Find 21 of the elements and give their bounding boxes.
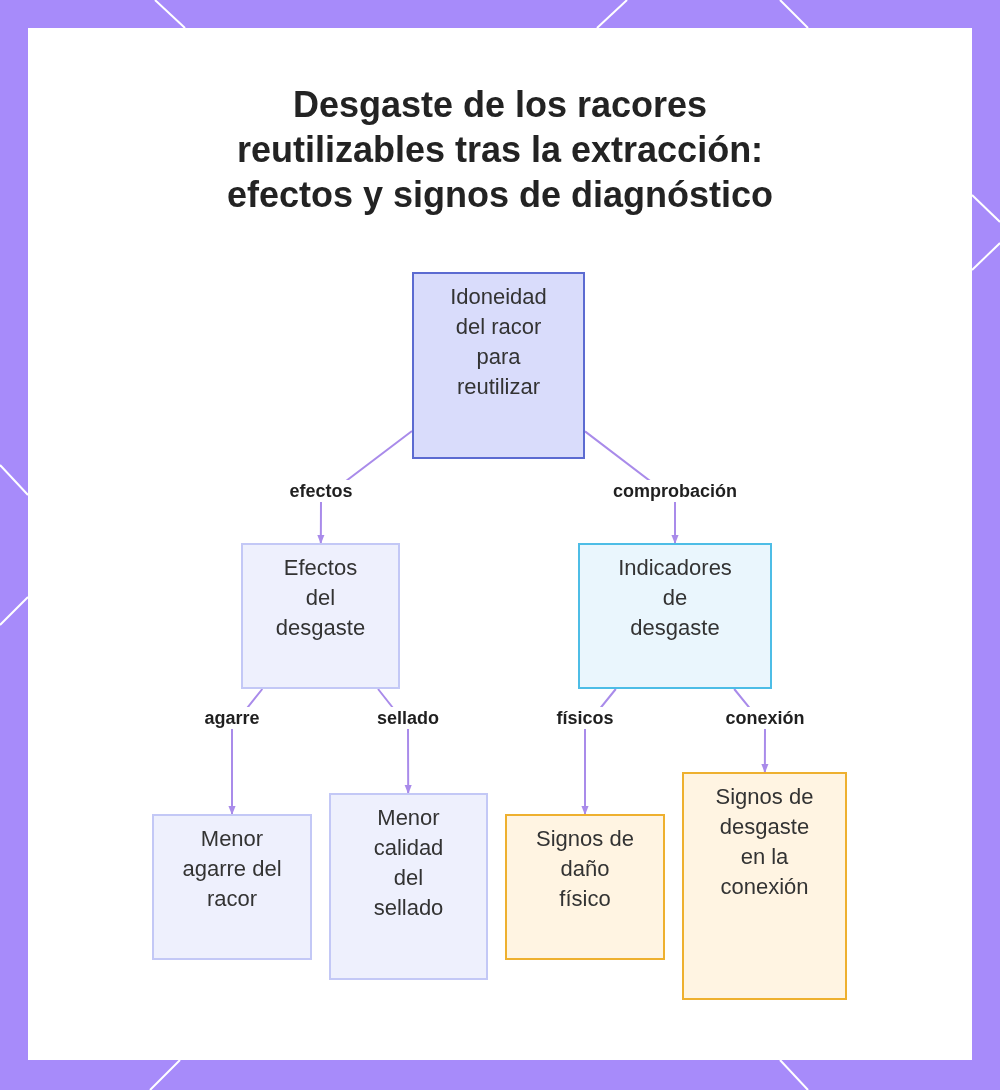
concept-box <box>505 814 665 960</box>
edge-label: comprobación <box>611 480 739 502</box>
concept-box <box>578 543 772 689</box>
concept-box <box>152 814 312 960</box>
concept-box <box>329 793 488 980</box>
edge-label: agarre <box>202 707 262 729</box>
title: Desgaste de los racores reutilizables tras la extracción: efectos y signos de diagnóstico <box>225 83 775 217</box>
node-text: Menor agarre del racor <box>181 825 283 913</box>
node-text: Idoneidad del racor para reutilizar <box>449 283 548 401</box>
edge-label: conexión <box>723 707 807 729</box>
node-text: Menor calidad del sellado <box>372 804 445 922</box>
edge-label: físicos <box>554 707 616 729</box>
node-text: Efectos del desgaste <box>274 554 367 642</box>
concept-box <box>241 543 400 689</box>
node-text: Indicadores de desgaste <box>617 554 733 642</box>
concept-box <box>682 772 847 1000</box>
concept-box <box>412 272 585 459</box>
node-text: Signos de daño físico <box>535 825 635 913</box>
node-text: Signos de desgaste en la conexión <box>714 783 815 901</box>
edge-label: sellado <box>375 707 441 729</box>
edge-label: efectos <box>287 480 355 502</box>
